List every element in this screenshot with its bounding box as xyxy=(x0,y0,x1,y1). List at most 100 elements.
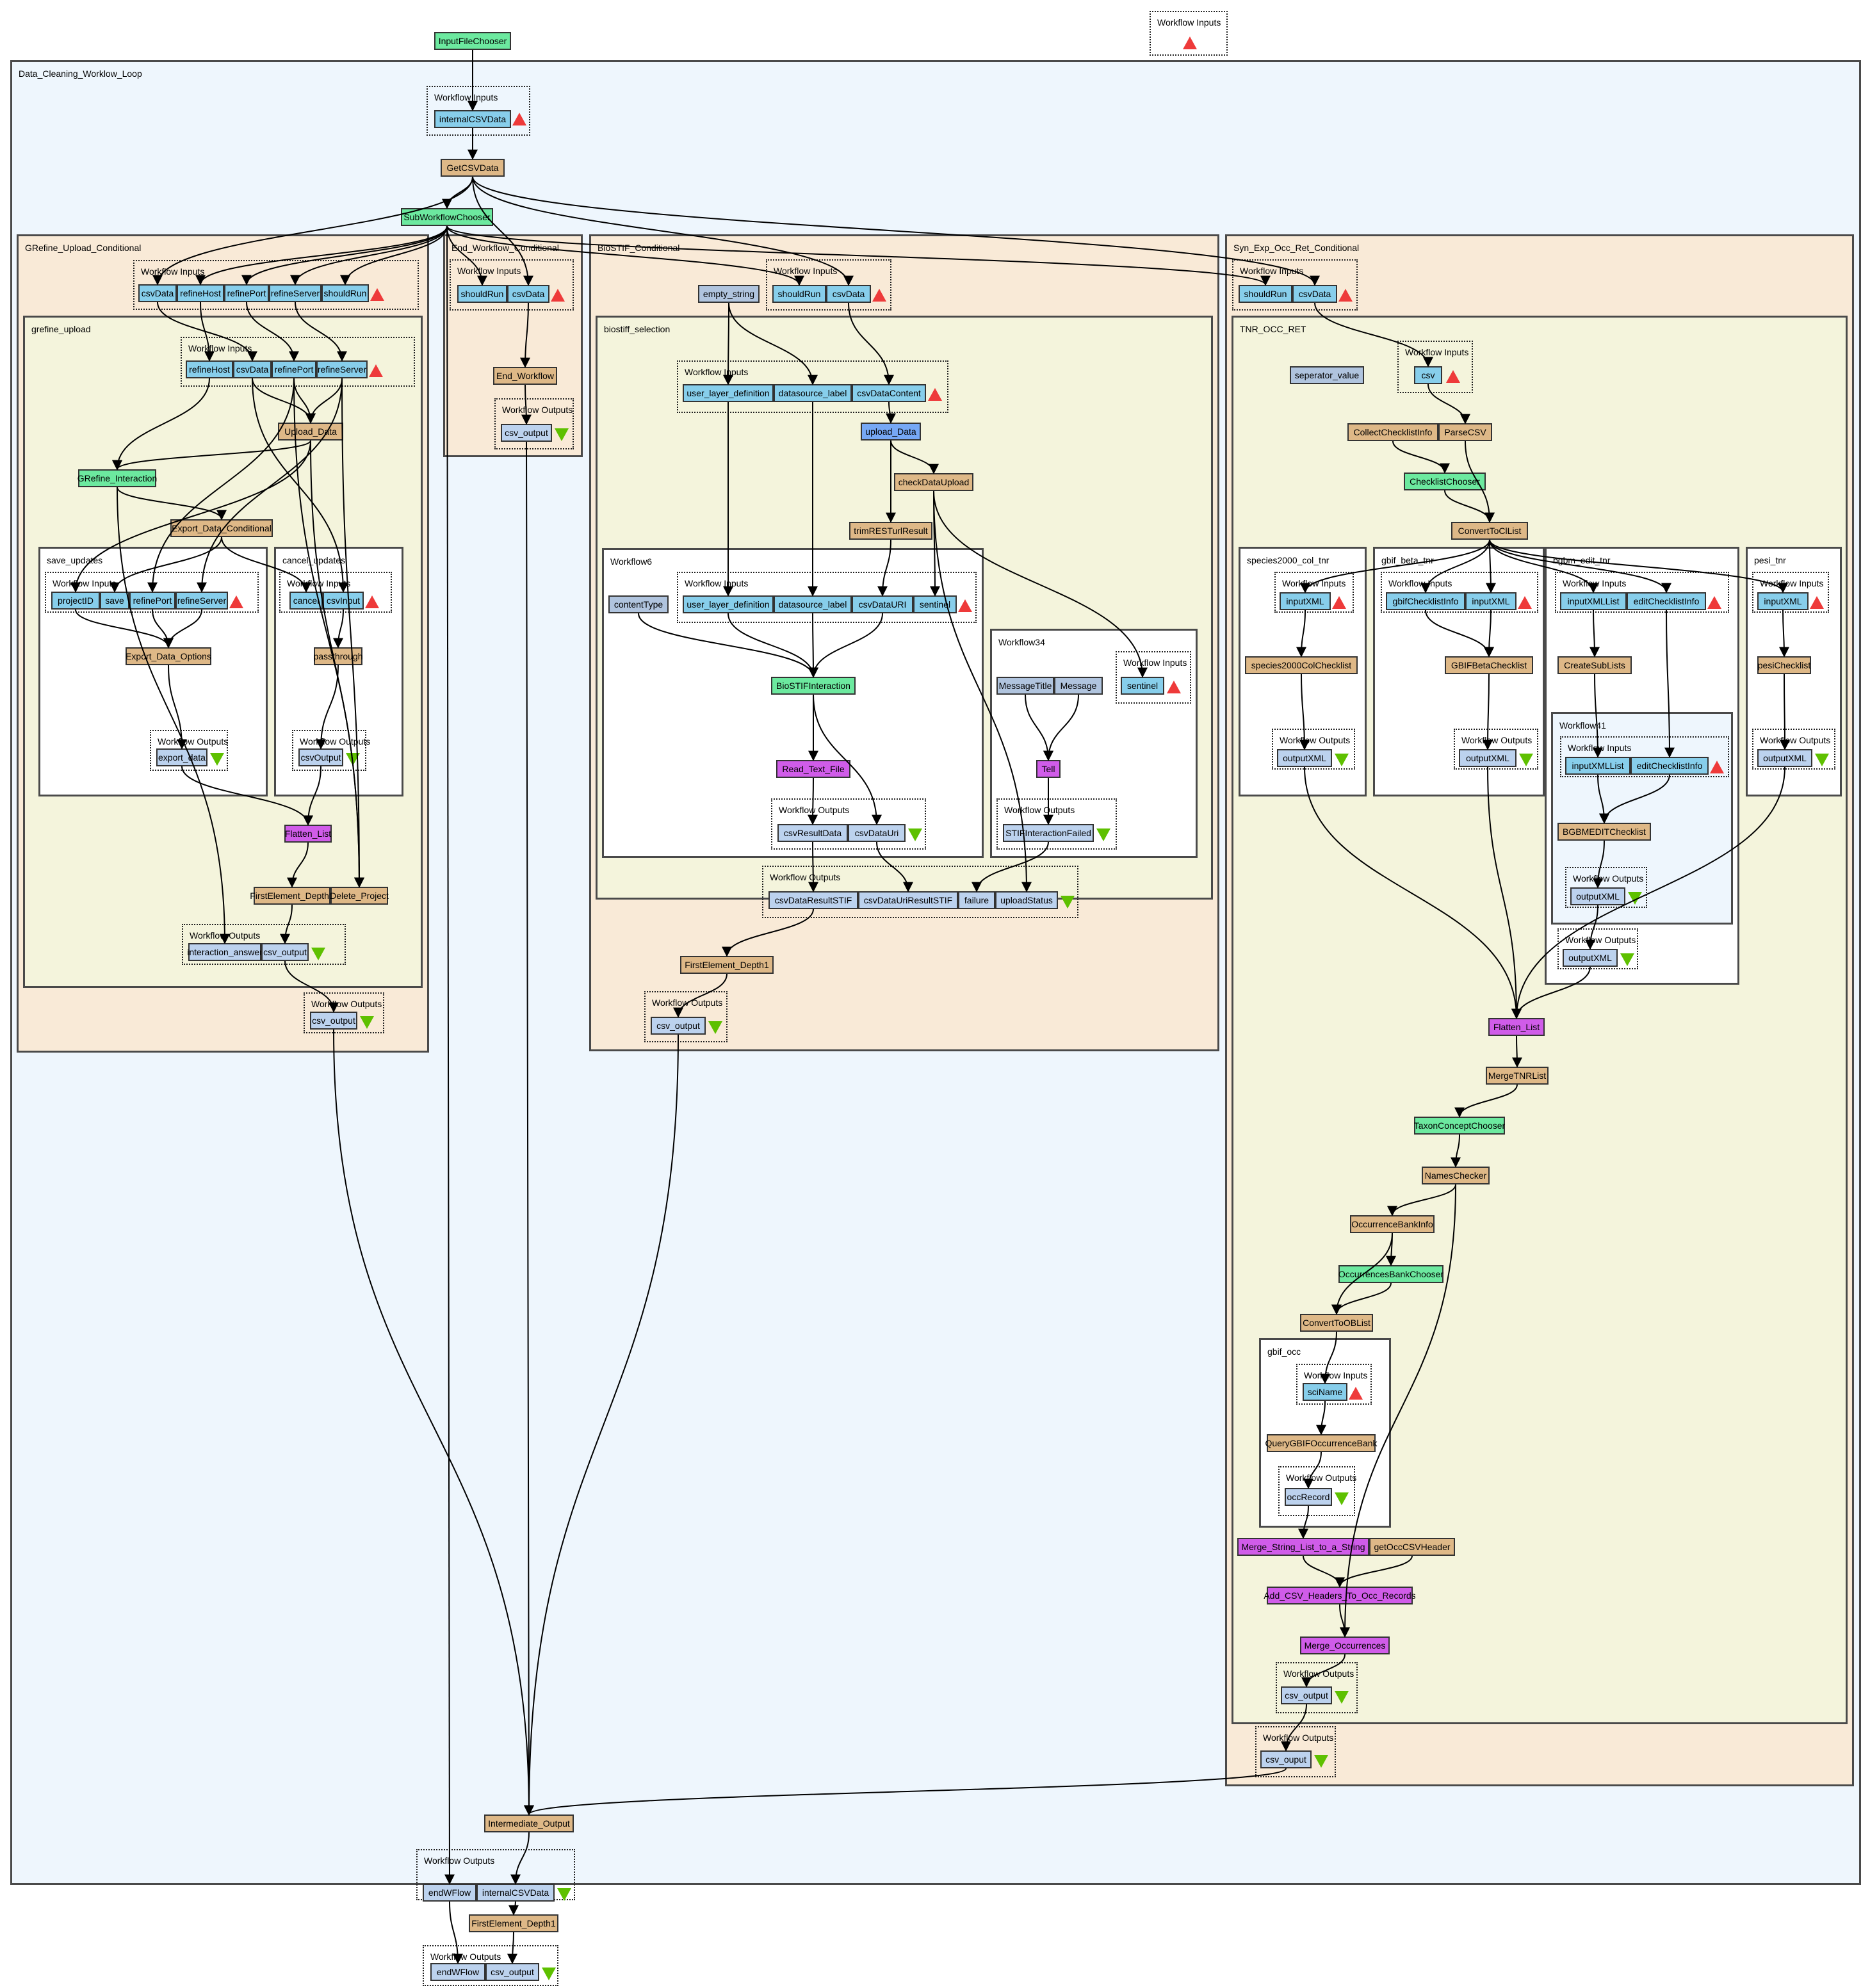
output-xml-port[interactable]: outputXML xyxy=(1570,887,1625,905)
selection-output-port[interactable]: csvDataResultSTIF xyxy=(768,891,858,909)
csv-result-data-output-port[interactable]: csvResultData xyxy=(777,824,848,842)
csv-data-uri-output-port[interactable]: csvDataUri xyxy=(848,824,906,842)
internal-csv-data-input[interactable]: internalCSVData xyxy=(434,110,511,128)
grefine-input-port[interactable]: refineHost xyxy=(177,284,224,302)
export-data-options-node[interactable]: Export_Data_Options xyxy=(126,647,211,665)
save-updates-input-port[interactable]: refineServer xyxy=(175,592,228,610)
message-title-constant[interactable]: MessageTitle xyxy=(996,677,1054,695)
taxon-concept-chooser-node[interactable]: TaxonConceptChooser xyxy=(1414,1117,1505,1135)
workflow6-input-port[interactable]: datasource_label xyxy=(774,595,852,613)
csv-data-input-port[interactable]: csvData xyxy=(1292,285,1337,303)
internal-csv-data-output-port[interactable]: internalCSVData xyxy=(476,1884,555,1902)
csv-data-input-port[interactable]: csvData xyxy=(826,285,871,303)
cancel-updates-input-port[interactable]: cancel xyxy=(289,592,323,610)
first-element-depth1-node[interactable]: FirstElement_Depth1 xyxy=(250,887,334,905)
input-xml-list-port[interactable]: inputXMLList xyxy=(1560,592,1627,610)
csv-data-input-port[interactable]: csvData xyxy=(507,285,549,303)
occ-record-output-port[interactable]: occRecord xyxy=(1285,1488,1332,1506)
upload-input-port[interactable]: refineHost xyxy=(186,360,233,378)
save-updates-input-port[interactable]: projectID xyxy=(51,592,100,610)
should-run-input-port[interactable]: shouldRun xyxy=(1239,285,1292,303)
selection-input-port[interactable]: csvDataContent xyxy=(852,384,926,402)
selection-output-port[interactable]: csvDataUriResultSTIF xyxy=(858,891,958,909)
flatten-list-node[interactable]: Flatten_List xyxy=(1488,1018,1545,1036)
convert-to-cl-list-node[interactable]: ConvertToClList xyxy=(1451,522,1528,540)
input-xml-port[interactable]: inputXML xyxy=(1280,592,1331,610)
output-xml-port[interactable]: outputXML xyxy=(1563,949,1618,967)
output-xml-port[interactable]: outputXML xyxy=(1459,749,1516,767)
delete-project-node[interactable]: Delete_Project xyxy=(330,887,389,905)
check-data-upload-node[interactable]: checkDataUpload xyxy=(894,473,973,491)
selection-input-port[interactable]: user_layer_definition xyxy=(683,384,774,402)
selection-input-port[interactable]: datasource_label xyxy=(774,384,852,402)
upload-input-port[interactable]: refineServer xyxy=(316,360,368,378)
occurrence-bank-info-node[interactable]: OccurrenceBankInfo xyxy=(1350,1215,1435,1233)
gbif-checklist-info-input-port[interactable]: gbifChecklistInfo xyxy=(1386,592,1465,610)
first-element-depth1-node[interactable]: FirstElement_Depth1 xyxy=(469,1914,558,1932)
csv-output-port[interactable]: csv_output xyxy=(261,943,309,961)
separator-value-constant[interactable]: seperator_value xyxy=(1290,366,1364,384)
sentinel-input-port[interactable]: sentinel xyxy=(1121,677,1164,695)
read-text-file-node[interactable]: Read_Text_File xyxy=(776,760,850,778)
edit-checklist-info-port[interactable]: editChecklistInfo xyxy=(1627,592,1706,610)
checklist-chooser-node[interactable]: ChecklistChooser xyxy=(1404,473,1486,490)
grefine-input-port[interactable]: refinePort xyxy=(224,284,269,302)
first-element-depth1-node[interactable]: FirstElement_Depth1 xyxy=(680,956,774,974)
names-checker-node[interactable]: NamesChecker xyxy=(1422,1167,1490,1184)
stif-interaction-failed-output-port[interactable]: STIFInteractionFailed xyxy=(1003,824,1094,842)
merge-occurrences-node[interactable]: Merge_Occurrences xyxy=(1300,1636,1390,1654)
occurrences-bank-chooser-node[interactable]: OccurrencesBankChooser xyxy=(1338,1265,1443,1283)
biostif-interaction-node[interactable]: BioSTIFInteraction xyxy=(771,677,856,695)
flatten-list-node[interactable]: Flatten_List xyxy=(284,825,332,843)
parse-csv-node[interactable]: ParseCSV xyxy=(1438,423,1492,441)
workflow6-input-port[interactable]: user_layer_definition xyxy=(683,595,774,613)
save-updates-input-port[interactable]: save xyxy=(100,592,129,610)
collect-checklist-info-node[interactable]: CollectChecklistInfo xyxy=(1347,423,1438,441)
csv-output-port[interactable]: csv_output xyxy=(485,1963,539,1981)
csv-ouput-port[interactable]: csv_ouput xyxy=(1260,1750,1312,1768)
csv-output-port[interactable]: csv_output xyxy=(310,1012,357,1030)
sci-name-input-port[interactable]: sciName xyxy=(1303,1383,1347,1401)
grefine-input-port[interactable]: refineServer xyxy=(269,284,321,302)
message-constant[interactable]: Message xyxy=(1054,677,1103,695)
grefine-interaction-node[interactable]: GRefine_Interaction xyxy=(77,469,157,487)
intermediate-output-node[interactable]: Intermediate_Output xyxy=(484,1814,574,1832)
output-xml-port[interactable]: outputXML xyxy=(1277,749,1332,767)
edit-checklist-info-port[interactable]: editChecklistInfo xyxy=(1630,757,1709,775)
end-workflow-node[interactable]: End_Workflow xyxy=(493,367,557,385)
input-xml-list-port[interactable]: inputXMLList xyxy=(1565,757,1630,775)
save-updates-input-port[interactable]: refinePort xyxy=(129,592,175,610)
merge-tnr-list-node[interactable]: MergeTNRList xyxy=(1486,1067,1549,1085)
should-run-input-port[interactable]: shouldRun xyxy=(772,285,826,303)
export-data-conditional-node[interactable]: Export_Data_Conditional xyxy=(170,519,273,537)
interaction-answer-output-port[interactable]: interaction_answer xyxy=(187,943,263,961)
grefine-input-port[interactable]: csvData xyxy=(138,284,177,302)
merge-string-list-node[interactable]: Merge_String_List_to_a_String xyxy=(1237,1538,1369,1556)
query-gbif-occurrence-bank-node[interactable]: QueryGBIFOccurrenceBank xyxy=(1265,1434,1378,1452)
workflow6-input-port[interactable]: csvDataURI xyxy=(852,595,913,613)
subworkflow-chooser-node[interactable]: SubWorkflowChooser xyxy=(401,208,493,226)
export-data-output-port[interactable]: export_data xyxy=(156,748,207,766)
upload-data-node[interactable]: Upload_Data xyxy=(278,423,343,440)
csv-output-port[interactable]: csv_output xyxy=(501,424,552,442)
upload-input-port[interactable]: csvData xyxy=(233,360,272,378)
trim-rest-url-result-node[interactable]: trimRESTurlResult xyxy=(849,522,932,540)
csv-output-port[interactable]: csvOutput xyxy=(298,748,343,766)
species2000-col-checklist-node[interactable]: species2000ColChecklist xyxy=(1245,656,1358,674)
get-occ-csv-header-node[interactable]: getOccCSVHeader xyxy=(1369,1538,1455,1556)
gbif-beta-checklist-node[interactable]: GBIFBetaChecklist xyxy=(1445,656,1533,674)
add-csv-headers-node[interactable]: Add_CSV_Headers_To_Occ_Records xyxy=(1264,1587,1416,1604)
end-wflow-output-port[interactable]: endWFlow xyxy=(430,1963,485,1981)
empty-string-constant[interactable]: empty_string xyxy=(698,285,760,303)
tell-node[interactable]: Tell xyxy=(1036,760,1061,778)
should-run-input-port[interactable]: shouldRun xyxy=(457,285,507,303)
upload-input-port[interactable]: refinePort xyxy=(272,360,316,378)
selection-output-port[interactable]: uploadStatus xyxy=(995,891,1058,909)
content-type-constant[interactable]: contentType xyxy=(608,595,669,613)
create-sublists-node[interactable]: CreateSubLists xyxy=(1557,656,1632,674)
cancel-updates-input-port[interactable]: csvInput xyxy=(323,592,364,610)
passthrough-node[interactable]: passthrough xyxy=(313,647,363,665)
input-xml-port[interactable]: inputXML xyxy=(1465,592,1516,610)
grefine-input-port[interactable]: shouldRun xyxy=(321,284,369,302)
csv-output-port[interactable]: csv_output xyxy=(651,1017,706,1035)
